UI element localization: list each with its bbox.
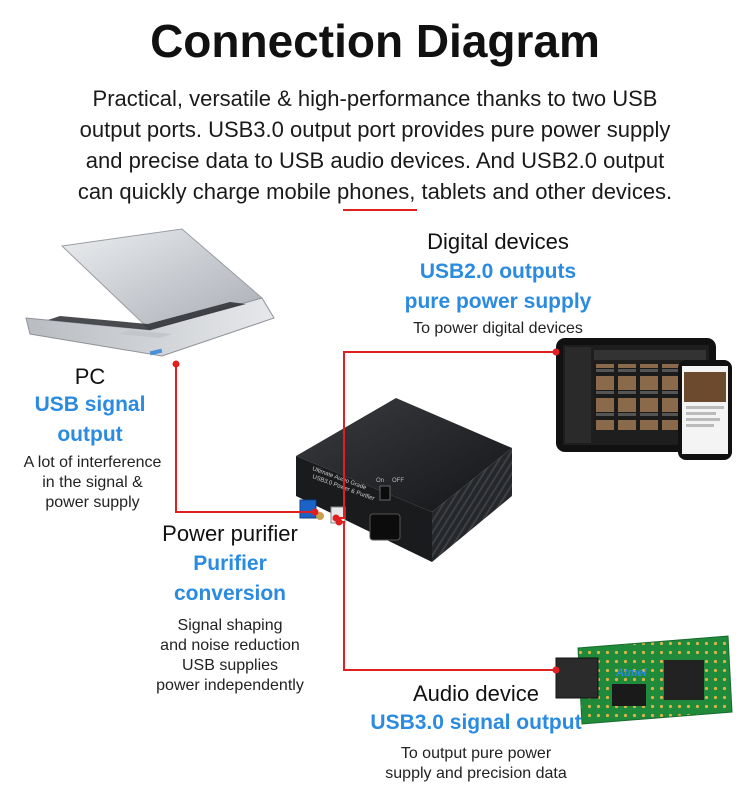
digital-label-group: Digital devices USB2.0 outputs pure powe… xyxy=(378,229,618,339)
purifier-name: Power purifier xyxy=(135,521,325,547)
chip-brand: Atmel xyxy=(615,667,648,679)
pc-subtitle-line: USB signal xyxy=(20,390,160,420)
switch-on-label: On xyxy=(376,478,384,484)
purifier-subtitle-line: conversion xyxy=(135,579,325,609)
pc-subtitle: USB signal output xyxy=(20,390,160,450)
purifier-note-line: USB supplies xyxy=(135,656,325,676)
purifier-note-line: power independently xyxy=(135,676,325,696)
pc-note-line: A lot of interference xyxy=(5,453,180,473)
purifier-subtitle-line: Purifier xyxy=(135,549,325,579)
pc-name: PC xyxy=(20,364,160,390)
digital-subtitle: USB2.0 outputs pure power supply xyxy=(378,257,618,317)
pc-note-line: power supply xyxy=(5,493,180,513)
pc-to-purifier-line xyxy=(176,364,315,512)
chip-icon xyxy=(664,660,704,700)
digital-note: To power digital devices xyxy=(378,319,618,339)
pc-note: A lot of interference in the signal & po… xyxy=(5,453,180,513)
phone-illustration xyxy=(678,360,732,460)
laptop-illustration xyxy=(26,229,274,356)
purifier-note-line: and noise reduction xyxy=(135,636,325,656)
digital-subtitle-line: pure power supply xyxy=(378,287,618,317)
audio-note-line: supply and precision data xyxy=(336,764,616,784)
audio-note-line: To output pure power xyxy=(336,744,616,764)
digital-subtitle-line: USB2.0 outputs xyxy=(378,257,618,287)
purifier-box-illustration: Ultimate Audio Grade USB3.0 Power & Puri… xyxy=(296,398,512,562)
pc-subtitle-line: output xyxy=(20,420,160,450)
pc-note-line: in the signal & xyxy=(5,473,180,493)
pc-label-group: PC USB signal output xyxy=(20,364,160,450)
digital-name: Digital devices xyxy=(378,229,618,255)
purifier-label-group: Power purifier Purifier conversion xyxy=(135,521,325,609)
purifier-note-line: Signal shaping xyxy=(135,616,325,636)
audio-subtitle: USB3.0 signal output xyxy=(336,708,616,738)
audio-note: To output pure power supply and precisio… xyxy=(336,744,616,784)
audio-name: Audio device xyxy=(336,681,616,707)
purifier-subtitle: Purifier conversion xyxy=(135,549,325,609)
audio-label-group: Audio device USB3.0 signal output xyxy=(336,681,616,738)
purifier-note: Signal shaping and noise reduction USB s… xyxy=(135,616,325,696)
power-switch-icon xyxy=(380,486,390,500)
switch-off-label: OFF xyxy=(392,478,404,484)
power-socket-icon xyxy=(370,514,400,540)
